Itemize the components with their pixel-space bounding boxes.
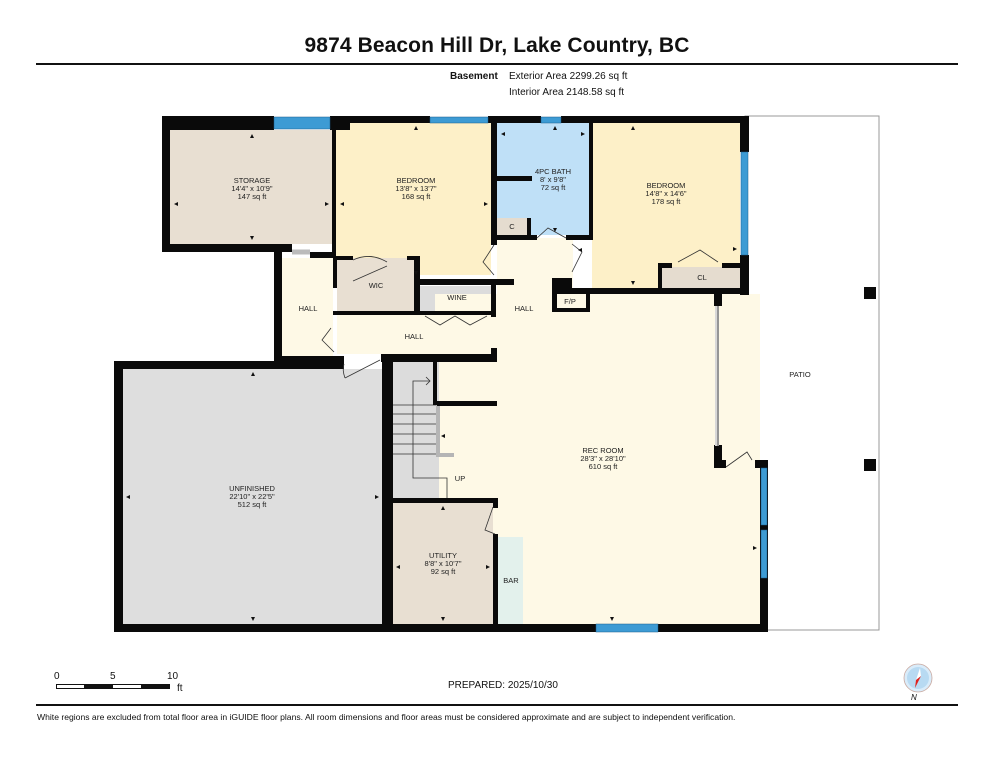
interior-area: Interior Area 2148.58 sq ft (509, 87, 625, 98)
svg-text:178 sq ft: 178 sq ft (652, 197, 682, 206)
bath-label: 4PC BATH (535, 167, 571, 176)
utility-room (393, 503, 493, 624)
svg-text:168 sq ft: 168 sq ft (402, 192, 432, 201)
svg-text:14'8" x 14'6": 14'8" x 14'6" (645, 189, 686, 198)
stairs-up-label: UP (455, 474, 465, 483)
prepared-date: PREPARED: 2025/10/30 (448, 680, 558, 691)
hall-left-label: HALL (299, 304, 318, 313)
svg-text:72 sq ft: 72 sq ft (541, 183, 567, 192)
doors (292, 227, 753, 535)
hall-mid-label: HALL (405, 332, 424, 341)
disclaimer: White regions are excluded from total fl… (37, 712, 736, 722)
closet-cl-label: CL (697, 273, 707, 282)
bar-label: BAR (503, 576, 519, 585)
hall-right-label: HALL (515, 304, 534, 313)
svg-text:8'8" x 10'7": 8'8" x 10'7" (425, 559, 462, 568)
svg-text:512 sq ft: 512 sq ft (238, 500, 268, 509)
header-divider (36, 63, 958, 65)
wine-label: WINE (447, 293, 467, 302)
sliding-door (715, 306, 719, 446)
room-fills (123, 123, 760, 625)
bedroom1-label: BEDROOM (397, 176, 436, 185)
svg-text:610 sq ft: 610 sq ft (589, 462, 619, 471)
dimension-markers (126, 126, 757, 621)
svg-text:14'4" x 10'9": 14'4" x 10'9" (231, 184, 272, 193)
room-labels: STORAGE 14'4" x 10'9" 147 sq ft BEDROOM … (229, 167, 811, 585)
wic-label: WIC (369, 281, 384, 290)
unfinished-label: UNFINISHED (229, 484, 275, 493)
scale-label-10: 10 (167, 671, 179, 682)
svg-text:92 sq ft: 92 sq ft (431, 567, 457, 576)
exterior-area: Exterior Area 2299.26 sq ft (509, 71, 628, 82)
utility-label: UTILITY (429, 551, 457, 560)
closet-cl (662, 267, 740, 288)
fireplace (557, 292, 589, 308)
compass-icon (903, 663, 933, 693)
bedroom-1 (336, 123, 491, 275)
closet-c-label: C (509, 222, 515, 231)
storage-label: STORAGE (234, 176, 271, 185)
scale-unit: ft (177, 683, 183, 694)
wic-room (337, 258, 417, 311)
compass-north-label: N (911, 693, 917, 702)
rec-room-ext (555, 294, 715, 464)
level-label: Basement (450, 71, 498, 82)
svg-text:28'3" x 28'10": 28'3" x 28'10" (580, 454, 626, 463)
storage-room (170, 130, 333, 244)
bar-area (498, 537, 523, 624)
stairs (393, 376, 454, 500)
page-title: 9874 Beacon Hill Dr, Lake Country, BC (304, 34, 690, 57)
walls (114, 116, 768, 632)
windows (273, 116, 768, 633)
patio-label: PATIO (789, 370, 811, 379)
fireplace-label: F/P (564, 297, 576, 306)
rec-room-label: REC ROOM (582, 446, 623, 455)
footer-divider (36, 704, 958, 706)
svg-text:8' x 9'8": 8' x 9'8" (540, 175, 566, 184)
bedroom2-label: BEDROOM (647, 181, 686, 190)
svg-text:147 sq ft: 147 sq ft (238, 192, 268, 201)
svg-text:13'8" x 13'7": 13'8" x 13'7" (395, 184, 436, 193)
closet-c (497, 218, 527, 235)
scale-label-5: 5 (110, 671, 116, 682)
unfinished-room (123, 369, 382, 625)
stairs-area (393, 362, 439, 498)
hall-left (281, 258, 333, 356)
svg-text:22'10" x 22'5": 22'10" x 22'5" (229, 492, 275, 501)
scale-label-0: 0 (54, 671, 60, 682)
